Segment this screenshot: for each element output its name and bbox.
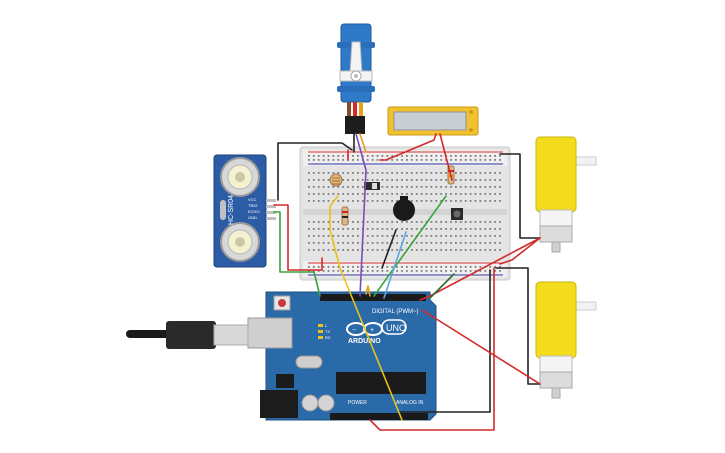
- svg-text:+: +: [370, 327, 374, 334]
- slide-switch[interactable]: [364, 182, 380, 190]
- ultrasonic-pin-gnd: GND: [248, 215, 257, 220]
- arduino-brand-label: ARDUINO: [348, 338, 381, 345]
- piezo-buzzer[interactable]: [393, 196, 415, 221]
- ultrasonic-pin-echo: ECHO: [248, 209, 260, 214]
- lcd-module[interactable]: [387, 106, 479, 136]
- resistor-1[interactable]: [341, 206, 349, 226]
- led-label-l: L: [325, 323, 328, 328]
- dc-gear-motor-bottom[interactable]: [535, 281, 597, 399]
- ultrasonic-pin-vcc: VCC: [248, 197, 257, 202]
- led-label-tx: TX: [325, 329, 330, 334]
- led-label-rx: RX: [325, 335, 331, 340]
- push-button[interactable]: [451, 208, 463, 220]
- ultrasonic-pin-trig: TRIG: [248, 203, 258, 208]
- usb-cable: [126, 321, 249, 349]
- wires: [273, 133, 541, 431]
- transducer-left: [220, 157, 260, 197]
- arduino-model-label: UNO: [386, 323, 406, 333]
- usb-port: [247, 317, 293, 349]
- uno-badge: UNO: [381, 319, 407, 335]
- photoresistor[interactable]: [329, 173, 343, 187]
- servo-motor[interactable]: [337, 23, 375, 134]
- atmega-chip: [336, 372, 426, 394]
- ultrasonic-model-label: HC-SR04: [228, 195, 235, 225]
- reset-button[interactable]: [273, 295, 291, 311]
- digital-header-label: DIGITAL (PWM~): [372, 309, 419, 315]
- servo-horn: [339, 41, 373, 82]
- analog-header-label: ANALOG IN: [396, 400, 424, 406]
- power-jack: [260, 390, 298, 418]
- svg-text:−: −: [352, 327, 356, 334]
- ultrasonic-sensor[interactable]: HC-SR04 VCC TRIG ECHO GND: [213, 154, 276, 268]
- transducer-right: [220, 222, 260, 262]
- status-leds: L TX RX: [318, 323, 331, 340]
- power-header-label: POWER: [348, 400, 367, 406]
- arduino-uno[interactable]: − + ARDUINO UNO DIGITAL (PWM~) POWER ANA…: [247, 291, 437, 421]
- dc-gear-motor-top[interactable]: [535, 136, 597, 253]
